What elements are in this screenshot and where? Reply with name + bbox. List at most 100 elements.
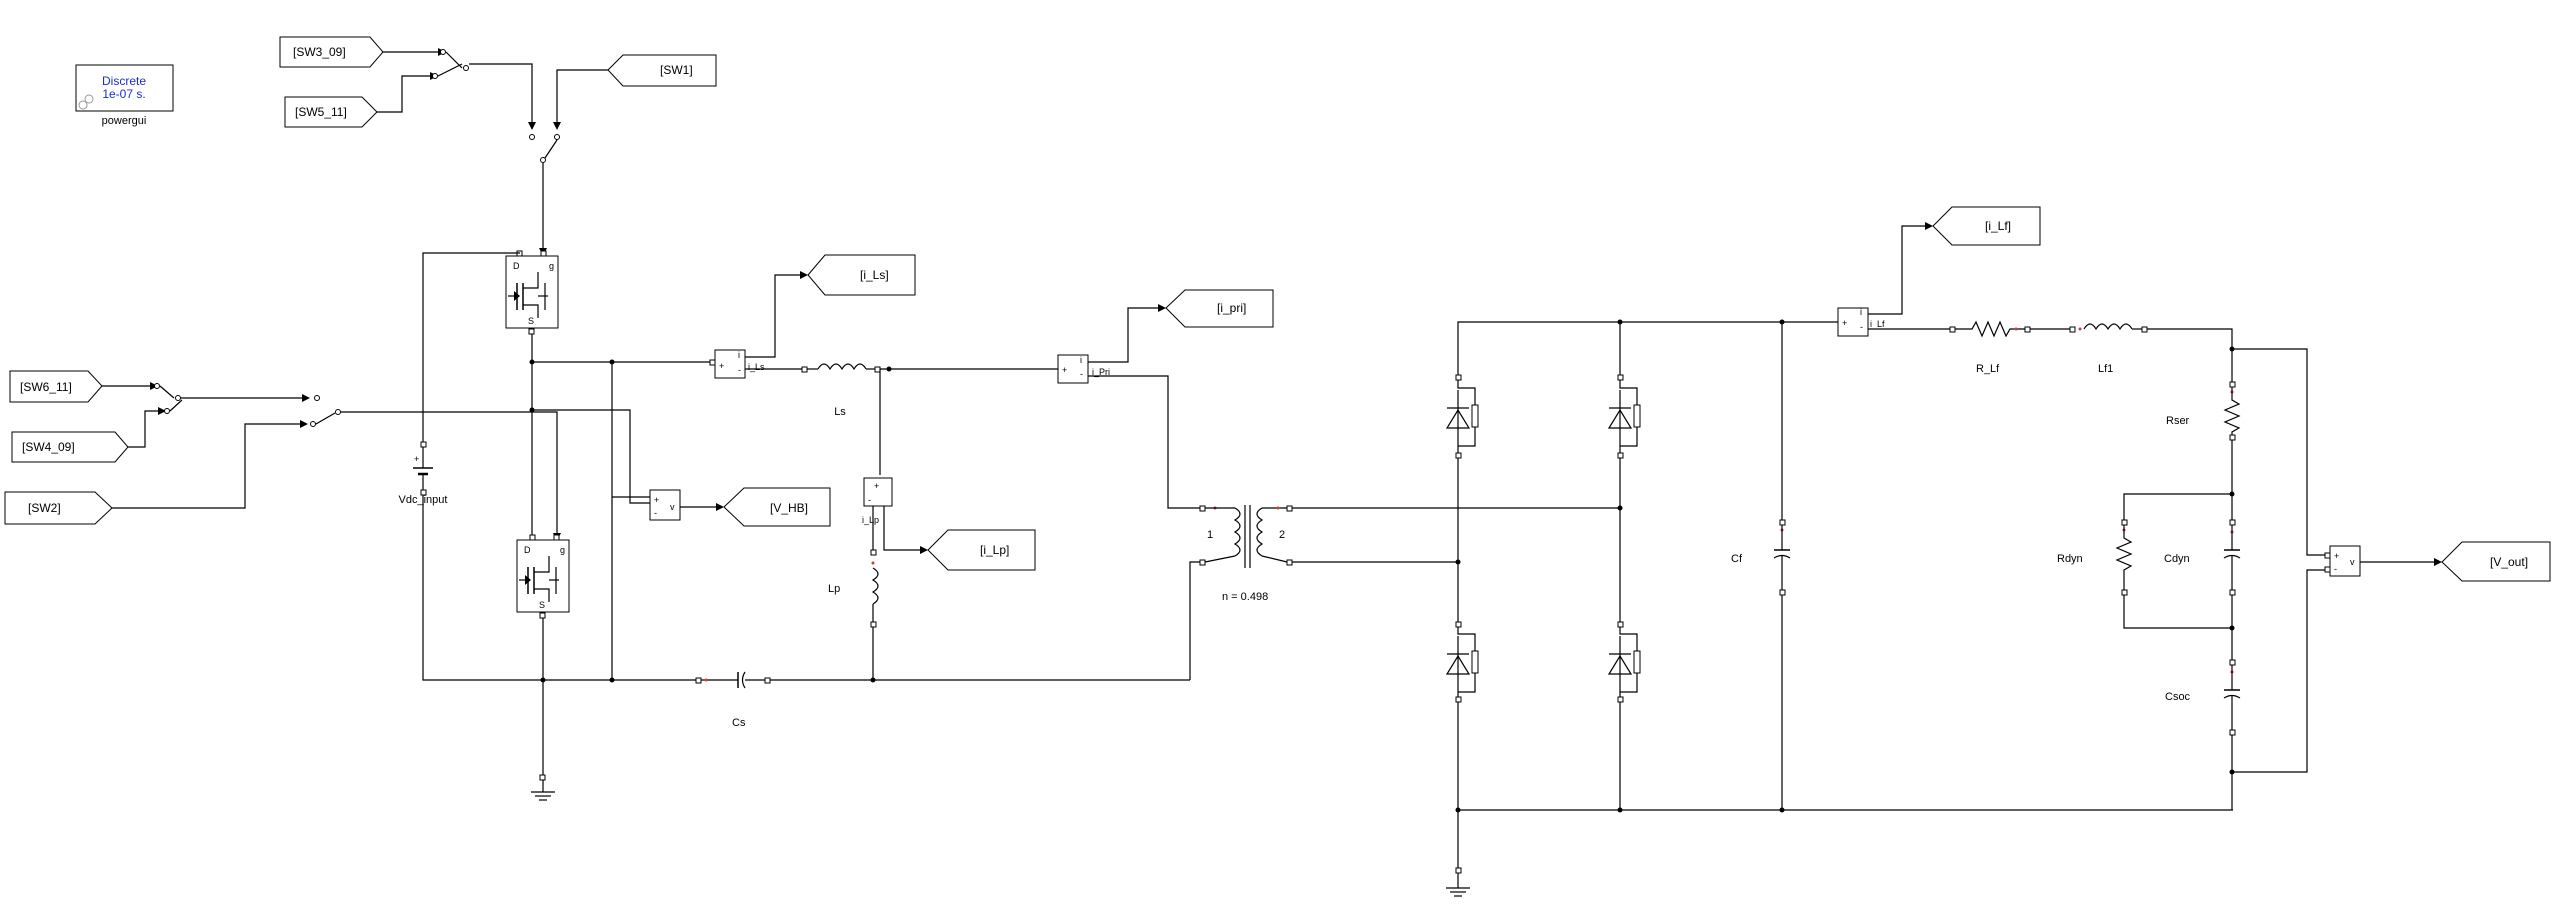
winding-2-label: 2 (1279, 529, 1285, 541)
capacitor-cf[interactable]: Cf (1731, 322, 1791, 810)
goto-i-pri-label: [i_pri] (1217, 301, 1246, 315)
i-lf-sensor-label: i_Lf (1870, 319, 1885, 329)
goto-i-lf-label: [i_Lf] (1985, 219, 2011, 233)
v-out-v: v (2350, 557, 2355, 567)
inductor-lf1[interactable]: Lf1 (2069, 323, 2148, 375)
cs-label: Cs (732, 717, 746, 729)
i-ls-output-wire (745, 271, 808, 358)
current-sensor-i-lp[interactable]: + - i_Lp (862, 477, 893, 525)
i-lf-plus: + (1842, 318, 1847, 328)
lp-label: Lp (828, 583, 840, 595)
mosfet-upper[interactable]: D g S (505, 250, 559, 335)
cdyn-label: Cdyn (2164, 553, 2190, 565)
powergui-mode-text: Discrete (102, 74, 146, 88)
i-lp-plus: + (874, 481, 879, 491)
inductor-lp[interactable]: Lp (828, 506, 879, 680)
i-pri-output-wire (1088, 304, 1205, 509)
goto-sw1[interactable]: [SW1] (607, 54, 717, 87)
i-lf-minus: - (1860, 322, 1863, 332)
capacitor-cs[interactable]: Cs (695, 671, 1190, 729)
transformer[interactable]: 1 2 n = 0.498 (1199, 505, 1293, 603)
diode-d2[interactable] (1607, 374, 1641, 459)
v-out-plus: + (2334, 551, 2339, 561)
goto-sw1-label: [SW1] (660, 63, 693, 77)
mosfet-lower-gate-pin: g (560, 545, 565, 555)
goto-sw6-11-label: [SW6_11] (20, 380, 72, 394)
i-pri-minus: - (1080, 369, 1083, 379)
mosfet-lower[interactable]: D g S (516, 534, 570, 619)
goto-sw2[interactable]: [SW2] (4, 491, 113, 525)
mosfet-upper-gate-pin: g (549, 261, 554, 271)
goto-sw4-09-label: [SW4_09] (22, 440, 75, 454)
i-pri-i: i (1080, 355, 1082, 365)
winding-1-label: 1 (1207, 529, 1213, 541)
current-sensor-i-lf[interactable]: + i - i_Lf (1837, 307, 1885, 337)
goto-sw2-label: [SW2] (28, 501, 61, 515)
rdyn-label: Rdyn (2057, 553, 2083, 565)
capacitor-csoc[interactable]: Csoc (2165, 659, 2241, 736)
goto-sw5-11[interactable]: [SW5_11] (284, 96, 378, 128)
i-ls-sensor-label: i_Ls (748, 362, 765, 372)
goto-v-hb-label: [V_HB] (770, 501, 808, 515)
goto-sw3-09[interactable]: [SW3_09] (279, 36, 384, 68)
diode-d4[interactable] (1607, 621, 1641, 703)
powergui-step-text: 1e-07 s. (102, 87, 145, 101)
goto-sw5-11-label: [SW5_11] (295, 105, 347, 119)
powergui-link-icon (78, 94, 94, 110)
mosfet-lower-drain-pin: D (524, 545, 531, 555)
transformer-primary-return (1189, 561, 1200, 680)
resistor-rdyn[interactable]: Rdyn (2057, 519, 2133, 596)
goto-sw6-11[interactable]: [SW6_11] (9, 370, 103, 403)
voltage-sensor-v-out[interactable]: + - v (2324, 545, 2361, 577)
i-ls-i: i (738, 350, 740, 360)
v-out-minus: - (2334, 564, 2337, 574)
i-lp-sensor-label: i_Lp (862, 515, 879, 525)
powergui-label: powergui (102, 115, 147, 127)
i-lp-minus: - (868, 495, 871, 505)
transformer-ratio-label: n = 0.498 (1222, 591, 1268, 603)
mosfet-upper-drain-pin: D (513, 261, 520, 271)
goto-i-lf[interactable]: [i_Lf] (1932, 206, 2041, 246)
voltage-sensor-v-hb[interactable]: + - v (649, 489, 681, 521)
r-lf-label: R_Lf (1976, 363, 2000, 375)
i-ls-plus: + (719, 361, 724, 371)
v-hb-plus: + (654, 495, 659, 505)
mosfet-lower-source-pin: S (539, 600, 545, 610)
mosfet-upper-source-pin: S (528, 316, 534, 326)
goto-i-ls[interactable]: [i_Ls] (807, 254, 916, 296)
powergui-block[interactable]: Discrete 1e-07 s. powergui (75, 64, 174, 127)
inductor-ls[interactable]: Ls (745, 363, 881, 418)
csoc-label: Csoc (2165, 691, 2191, 703)
current-sensor-i-pri[interactable]: + i - i_Pri (1057, 354, 1110, 384)
ground-left (531, 780, 555, 801)
v-hb-output-wire (680, 503, 724, 511)
goto-i-lp-label: [i_Lp] (980, 543, 1009, 557)
goto-i-lp[interactable]: [i_Lp] (927, 529, 1036, 571)
capacitor-cdyn[interactable]: Cdyn (2164, 519, 2241, 596)
resistor-r-lf[interactable]: R_Lf (1949, 320, 2031, 375)
ls-label: Ls (834, 406, 846, 418)
rser-label: Rser (2166, 415, 2190, 427)
lf1-label: Lf1 (2098, 363, 2113, 375)
goto-i-pri[interactable]: [i_pri] (1165, 289, 1274, 328)
i-ls-minus: - (738, 365, 741, 375)
diode-d1[interactable] (1445, 374, 1479, 459)
rectifier-wiring (1455, 319, 2233, 874)
goto-v-hb[interactable]: [V_HB] (723, 487, 831, 527)
resistor-rser[interactable]: Rser (2166, 381, 2241, 441)
cf-label: Cf (1731, 553, 1743, 565)
goto-v-out[interactable]: [V_out] (2441, 541, 2551, 582)
goto-sw4-09[interactable]: [SW4_09] (11, 431, 129, 463)
current-sensor-i-ls[interactable]: + i - i_Ls (709, 349, 765, 379)
dc-voltage-source[interactable]: + Vdc_input (399, 252, 543, 681)
dc-plus-sign: + (414, 454, 419, 464)
goto-i-ls-label: [i_Ls] (860, 268, 889, 282)
v-hb-v: v (670, 502, 675, 512)
switch-input-wires-upper (377, 48, 608, 256)
v-out-output-wire (2360, 558, 2442, 566)
ls-to-pri-wire (879, 366, 1058, 475)
diode-d3[interactable] (1445, 621, 1479, 703)
i-lf-output-wire (1868, 222, 1950, 330)
